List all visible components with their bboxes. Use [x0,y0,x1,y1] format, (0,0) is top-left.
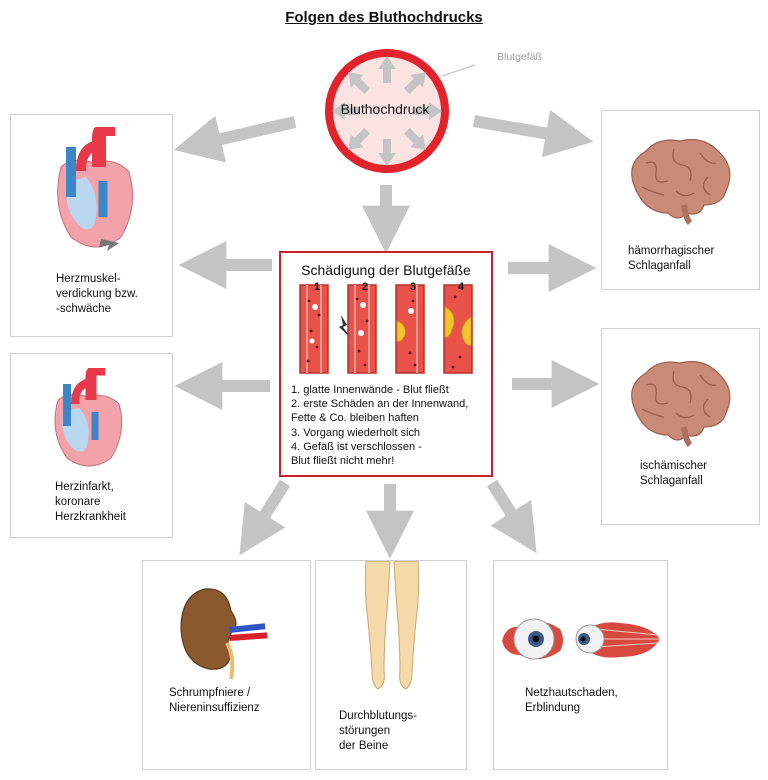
page-title: Folgen des Bluthochdrucks [285,9,483,26]
stage-number: 3 [410,281,417,293]
blood-vessel-diagram [325,49,475,173]
card-kidney: Schrumpfniere / Niereninsuffizienz [142,560,311,770]
kidney-icon [180,588,268,680]
label-hemorrhagic-stroke: hämorrhagischer Schlaganfall [628,245,715,272]
damage-bolt-icon [339,315,350,337]
card-ischemic-stroke: ischämischer Schlaganfall [601,328,760,525]
vessel-stage-2 [339,284,377,374]
vessel-stages-illustration [299,284,473,374]
stage-number: 2 [362,281,369,293]
stage-number: 1 [314,281,321,293]
damage-step: 2. erste Schäden an der Innenwand, Fette… [291,398,469,425]
card-heart-weakness: Herzmuskel- verdickung bzw. -schwäche [10,114,173,337]
vessel-stage-4 [443,284,473,374]
label-kidney: Schrumpfniere / Niereninsuffizienz [169,687,260,714]
brain-icon [631,360,731,447]
brain-icon [631,138,731,225]
vessel-damage-title: Schädigung der Blutgefäße [301,262,471,278]
arrow-to-heart-weakness [173,115,297,163]
eyes-icon [502,618,660,660]
vessel-pointer-line [441,64,475,77]
blood-pressure-label: Bluthochdruck [340,101,430,117]
heart-icon [54,368,123,467]
label-heart-weakness: Herzmuskel- verdickung bzw. -schwäche [56,273,138,315]
label-legs: Durchblutungs- störungen der Beine [339,710,417,752]
arrow-to-hemorrhagic-stroke [472,109,594,158]
vessel-damage-box: Schädigung der Blutgefäße [279,251,493,477]
label-heart-attack: Herzinfarkt, koronare Herzkrankheit [55,481,126,523]
label-eyes: Netzhautschaden, Erblindung [525,687,618,714]
damage-step: 4. Gefäß ist verschlossen - Blut fließt … [291,440,422,468]
vessel-stage-1 [299,284,329,374]
pressure-arrows [332,56,442,166]
card-hemorrhagic-stroke: hämorrhagischer Schlaganfall [601,110,760,290]
damage-step: 1. glatte Innenwände - Blut fließt [291,384,449,396]
legs-icon [364,561,420,690]
card-heart-attack: Herzinfarkt, koronare Herzkrankheit [10,353,173,538]
damage-step: 3. Vorgang wiederholt sich [291,426,421,439]
heart-icon [57,127,134,251]
label-ischemic-stroke: ischämischer Schlaganfall [640,460,708,487]
card-eyes: Netzhautschaden, Erblindung [493,560,668,770]
vessel-stage-3 [395,284,425,374]
damage-steps-list: 1. glatte Innenwände - Blut fließt 2. er… [291,383,468,468]
vessel-label: Blutgefäß [497,51,542,63]
arrow-box-to-kidney [239,479,291,556]
stage-number: 4 [458,281,465,293]
arrow-box-to-eyes [486,479,537,554]
card-legs: Durchblutungs- störungen der Beine [315,560,467,770]
